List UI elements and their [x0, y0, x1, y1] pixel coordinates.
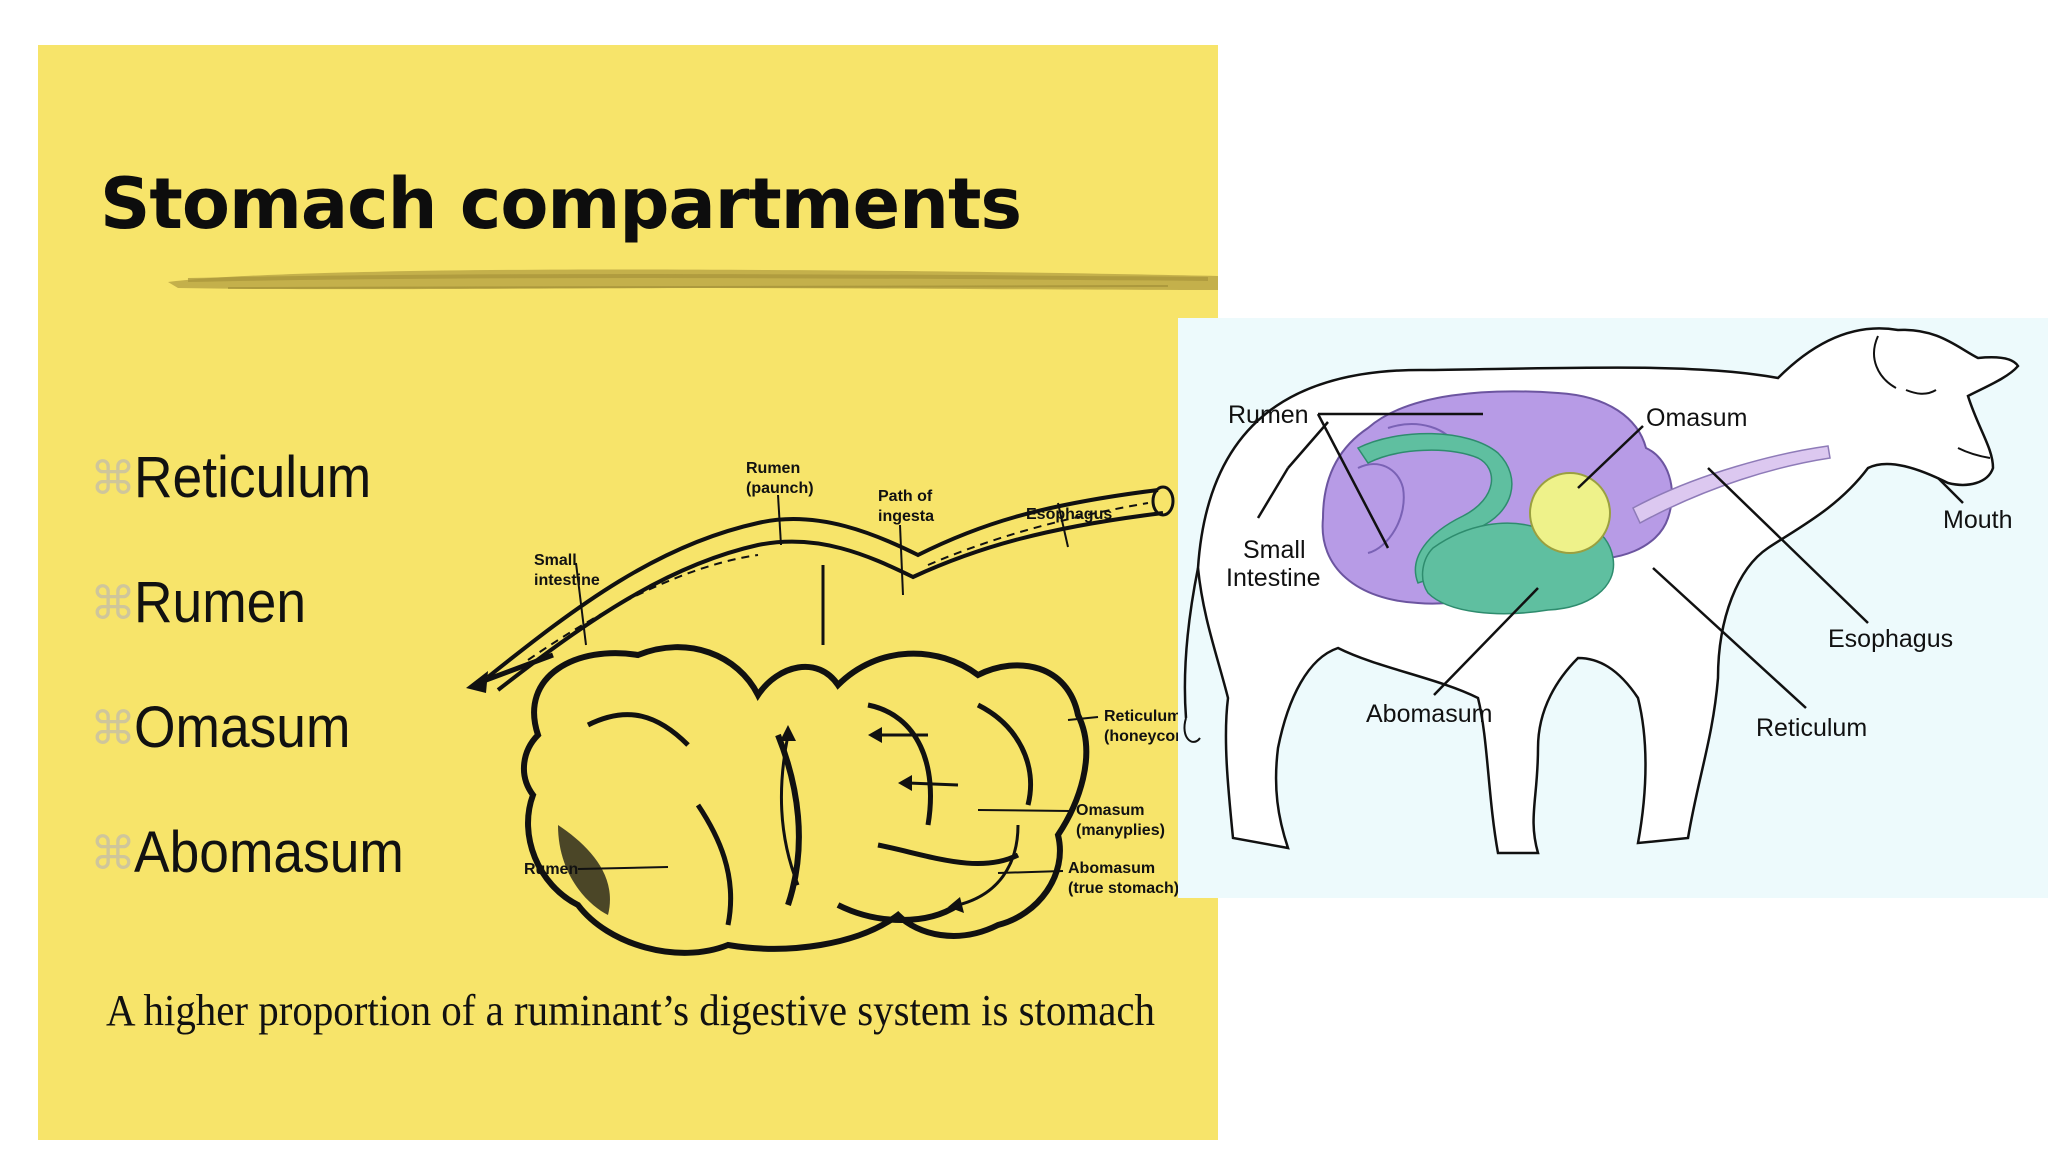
bullet-marker: ⌘	[90, 825, 136, 880]
bullet-text: Omasum	[134, 695, 351, 760]
label-abomasum: Abomasum	[1366, 700, 1492, 728]
bullet-marker: ⌘	[90, 450, 136, 505]
label-reticulum: Reticulum	[1104, 708, 1181, 725]
label-esophagus: Esophagus	[1828, 625, 1953, 653]
list-item: ⌘ Rumen	[90, 540, 427, 665]
label-small-intestine: Small	[534, 552, 577, 569]
label-omasum: Omasum	[1646, 404, 1747, 432]
label-path-of-ingesta: Path of	[878, 488, 933, 505]
list-item: ⌘ Abomasum	[90, 790, 427, 915]
stomach-illustration: Rumen (paunch) Path of ingesta Esophagus…	[466, 460, 1204, 956]
label-omasum: Omasum	[1076, 802, 1144, 819]
bullet-marker: ⌘	[90, 700, 136, 755]
list-item: ⌘ Reticulum	[90, 415, 427, 540]
bullet-text: Reticulum	[134, 445, 372, 510]
label-reticulum: Reticulum	[1756, 714, 1867, 742]
bullet-text: Abomasum	[134, 820, 404, 885]
label-small-intestine: Small	[1243, 536, 1306, 564]
label-rumen: Rumen	[1228, 401, 1309, 429]
label-abomasum: Abomasum	[1068, 860, 1155, 877]
label-mouth: Mouth	[1943, 506, 2012, 534]
label-small-intestine-sub: intestine	[534, 572, 600, 589]
label-rumen-paunch-sub: (paunch)	[746, 480, 814, 497]
slide-panel: Stomach compartments ⌘ Reticulum ⌘ Rumen…	[38, 45, 1218, 1140]
label-abomasum-sub: (true stomach)	[1068, 880, 1179, 897]
label-small-intestine-sub: Intestine	[1226, 564, 1321, 592]
compartment-list: ⌘ Reticulum ⌘ Rumen ⌘ Omasum ⌘ Abomasum	[90, 415, 427, 915]
list-item: ⌘ Omasum	[90, 665, 427, 790]
label-rumen-paunch: Rumen	[746, 460, 800, 477]
title-underline-brush	[168, 269, 1218, 290]
label-rumen: Rumen	[524, 861, 578, 878]
label-esophagus: Esophagus	[1026, 506, 1112, 523]
bullet-text: Rumen	[134, 570, 307, 635]
slide-title: Stomach compartments	[100, 163, 1022, 245]
bullet-marker: ⌘	[90, 575, 136, 630]
label-path-of-ingesta-sub: ingesta	[878, 508, 934, 525]
label-omasum-sub: (manyplies)	[1076, 822, 1165, 839]
cow-illustration: Rumen Omasum Small Intestine Mouth Esoph…	[1183, 327, 2020, 855]
cow-diagram-panel: Rumen Omasum Small Intestine Mouth Esoph…	[1178, 318, 2048, 898]
slide-caption: A higher proportion of a ruminant’s dige…	[106, 986, 1155, 1035]
